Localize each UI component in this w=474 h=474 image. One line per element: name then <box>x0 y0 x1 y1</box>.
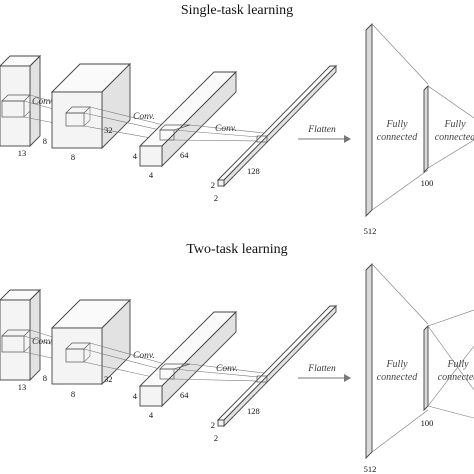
layer3-depth: 4 <box>133 391 138 401</box>
layer2-channels: 32 <box>104 125 113 135</box>
fc1-label-line2: connected <box>377 372 419 383</box>
conv-layer-4 <box>216 64 338 188</box>
fc2-label-line1: Fully <box>446 359 469 370</box>
conv-label-1: Conv. <box>32 97 54 107</box>
layer4-width: 2 <box>214 433 218 443</box>
layer4-channels: 128 <box>247 406 260 416</box>
fc1-size: 512 <box>364 464 377 474</box>
fc2-label-line2: connected <box>438 372 474 383</box>
layer2-depth: 8 <box>43 373 47 383</box>
fully-connected-layer-2 <box>423 309 474 419</box>
conv-label-2: Conv. <box>133 112 155 122</box>
layer2-width: 8 <box>71 152 75 162</box>
panel-title: Single-task learning <box>181 3 293 18</box>
layer3-depth: 4 <box>133 151 138 161</box>
fc2-label-line2: connected <box>435 132 474 143</box>
flatten-arrow <box>298 374 351 382</box>
fc1-label-line1: Fully <box>385 359 408 370</box>
fc2-size: 100 <box>421 178 434 188</box>
conv-layer-2 <box>50 62 132 150</box>
panel-title: Two-task learning <box>186 242 287 257</box>
fc1-size: 512 <box>364 226 377 236</box>
layer4-width: 2 <box>214 193 218 203</box>
fully-connected-layer-2 <box>423 84 474 174</box>
conv-layer-2 <box>50 298 132 386</box>
layer1-size: 13 <box>18 148 27 158</box>
layer3-width: 4 <box>149 170 154 180</box>
conv-layer-4 <box>216 304 338 428</box>
fc1-label-line1: Fully <box>385 119 408 130</box>
fc2-size: 100 <box>421 418 434 428</box>
layer1-size: 13 <box>18 382 27 392</box>
layer4-depth: 2 <box>211 420 215 430</box>
layer4-channels: 128 <box>247 166 260 176</box>
layer2-depth: 8 <box>43 136 47 146</box>
fc1-label-line2: connected <box>377 132 419 143</box>
conv-layer-3 <box>138 310 238 408</box>
conv-layer-1 <box>0 288 42 382</box>
fc2-label-line1: Fully <box>443 119 466 130</box>
conv-label-2: Conv. <box>133 351 155 361</box>
two-task-panel: Two-task learning 13 Conv. 8 8 32 <box>0 242 474 474</box>
flatten-label: Flatten <box>307 125 336 135</box>
layer4-depth: 2 <box>211 180 215 190</box>
conv-label-3: Conv. <box>215 124 237 134</box>
layer2-channels: 32 <box>104 374 113 384</box>
layer3-channels: 64 <box>180 390 189 400</box>
flatten-label: Flatten <box>307 364 336 374</box>
single-task-panel: Single-task learning 13 Conv. <box>0 3 474 236</box>
layer2-width: 8 <box>71 389 75 399</box>
fully-connected-layer-1 <box>365 22 429 218</box>
flatten-arrow <box>298 135 351 143</box>
fully-connected-layer-1 <box>365 262 429 460</box>
conv-label-3: Conv. <box>216 364 238 374</box>
conv-label-1: Conv. <box>32 337 54 347</box>
layer3-channels: 64 <box>180 150 189 160</box>
layer3-width: 4 <box>149 410 154 420</box>
